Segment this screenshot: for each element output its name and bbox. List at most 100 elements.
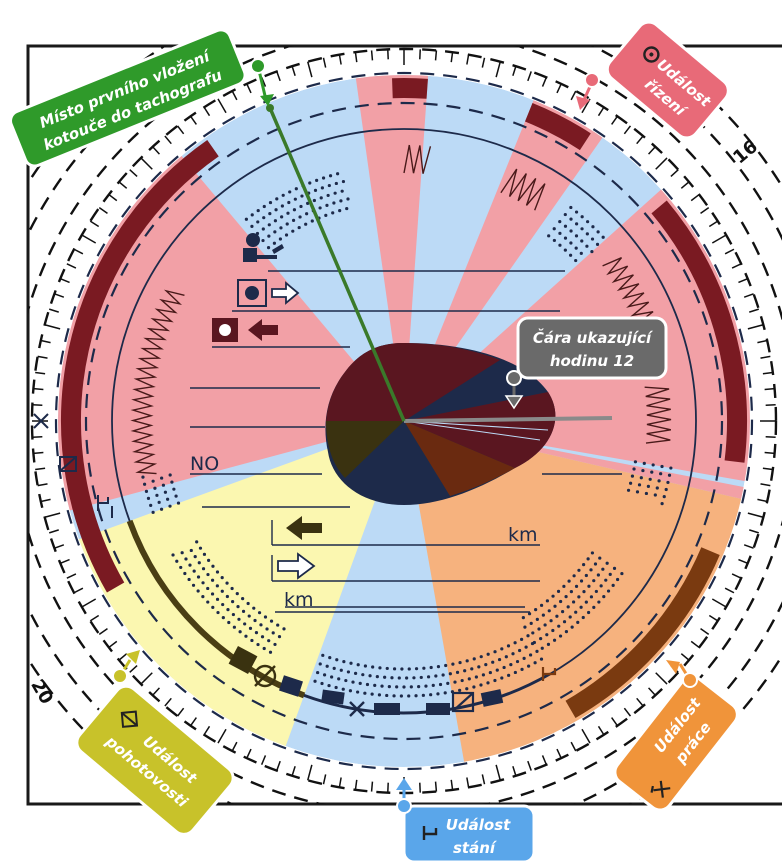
- speed-dot: [579, 605, 583, 609]
- speed-dot: [576, 620, 580, 624]
- scale-tick: [354, 779, 358, 790]
- scale-tick: [48, 529, 59, 534]
- speed-dot: [345, 206, 349, 211]
- speed-dot: [635, 490, 640, 494]
- speed-dot: [535, 649, 539, 653]
- speed-dot: [198, 546, 203, 550]
- speed-dot: [287, 200, 291, 205]
- speed-dot: [667, 473, 672, 477]
- speed-dot: [646, 484, 651, 488]
- card-withdraw-icon: [212, 318, 278, 342]
- scale-tick: [140, 157, 153, 170]
- speed-dot: [252, 606, 256, 610]
- speed-dot: [335, 658, 339, 662]
- speed-dot: [196, 589, 200, 593]
- speed-dot: [171, 553, 175, 557]
- speed-dot: [429, 693, 433, 697]
- speed-dot: [256, 642, 260, 647]
- speed-dot: [664, 487, 668, 492]
- speed-dot: [294, 187, 298, 191]
- scale-tick: [731, 573, 742, 579]
- scale-tick: [73, 248, 84, 255]
- speed-dot: [269, 619, 274, 623]
- speed-dot: [149, 503, 153, 507]
- speed-dot: [529, 653, 533, 657]
- speed-dot: [669, 466, 673, 470]
- speed-dot: [580, 227, 584, 231]
- speed-dot: [562, 620, 567, 624]
- speed-dot: [267, 234, 271, 238]
- speed-dot: [533, 661, 537, 665]
- speed-dot: [273, 230, 277, 234]
- speed-dot: [151, 479, 155, 483]
- scale-tick: [322, 774, 327, 785]
- speed-dot: [582, 590, 586, 594]
- arrow-right-icon: [277, 552, 316, 580]
- speed-trace: [130, 289, 185, 475]
- scale-tick: [89, 614, 100, 622]
- speed-dot: [273, 642, 277, 647]
- speed-dot: [244, 634, 248, 638]
- speed-dot: [412, 676, 416, 680]
- speed-dot: [601, 235, 605, 239]
- scale-tick: [670, 169, 679, 177]
- speed-dot: [195, 540, 199, 544]
- steering-wheel-icon: [643, 46, 660, 63]
- scale-tick: [108, 193, 118, 202]
- speed-dot: [385, 666, 389, 671]
- speed-dot: [642, 461, 646, 465]
- speed-dot: [660, 464, 664, 469]
- speed-dot: [513, 670, 517, 675]
- speed-dot: [569, 229, 573, 233]
- speed-dot: [144, 489, 149, 493]
- hammers-icon: [650, 780, 671, 798]
- speed-dot: [328, 656, 332, 660]
- speed-dot: [268, 650, 273, 654]
- speed-dot: [597, 600, 601, 604]
- center-hub: [325, 343, 556, 505]
- scale-tick: [623, 125, 632, 135]
- scale-tick: [636, 697, 644, 707]
- speed-dot: [549, 619, 553, 623]
- speed-dot: [601, 567, 605, 571]
- speed-dot: [535, 617, 539, 621]
- speed-dot: [189, 548, 193, 553]
- speed-dot: [599, 584, 603, 588]
- speed-dot: [590, 551, 595, 555]
- scale-tick: [738, 277, 748, 284]
- speed-dot: [474, 675, 478, 679]
- scale-tick: [749, 529, 760, 534]
- speed-dot: [288, 190, 292, 194]
- speed-dot: [325, 203, 329, 207]
- scale-tick: [48, 308, 59, 313]
- scale-tick: [129, 169, 138, 177]
- scale-tick: [322, 57, 327, 68]
- speed-dot: [363, 664, 368, 668]
- speed-dot: [141, 475, 145, 479]
- bottom-markers: [228, 646, 557, 717]
- speed-dot: [327, 683, 331, 688]
- speed-dot: [441, 673, 445, 677]
- speed-dot: [318, 662, 322, 666]
- scale-tick: [611, 717, 618, 727]
- speed-dot: [291, 218, 296, 222]
- speed-dot: [530, 641, 535, 646]
- speed-dot: [250, 224, 254, 228]
- speed-dot: [371, 665, 375, 669]
- scale-tick: [98, 207, 108, 214]
- callout-rest: Událost stání: [396, 778, 536, 863]
- scale-tick: [33, 451, 44, 455]
- speed-trace: [644, 386, 672, 444]
- speed-dot: [460, 678, 464, 683]
- speed-dot: [146, 496, 151, 501]
- scale-tick: [495, 61, 502, 78]
- speed-dot: [275, 197, 279, 201]
- scale-tick: [690, 193, 700, 202]
- scale-tick: [40, 498, 51, 503]
- speed-dot: [321, 176, 326, 180]
- speed-dot: [453, 680, 457, 684]
- speed-dot: [434, 674, 438, 678]
- speed-dot: [342, 659, 346, 664]
- speed-dot: [566, 605, 570, 609]
- speed-dot: [312, 198, 316, 203]
